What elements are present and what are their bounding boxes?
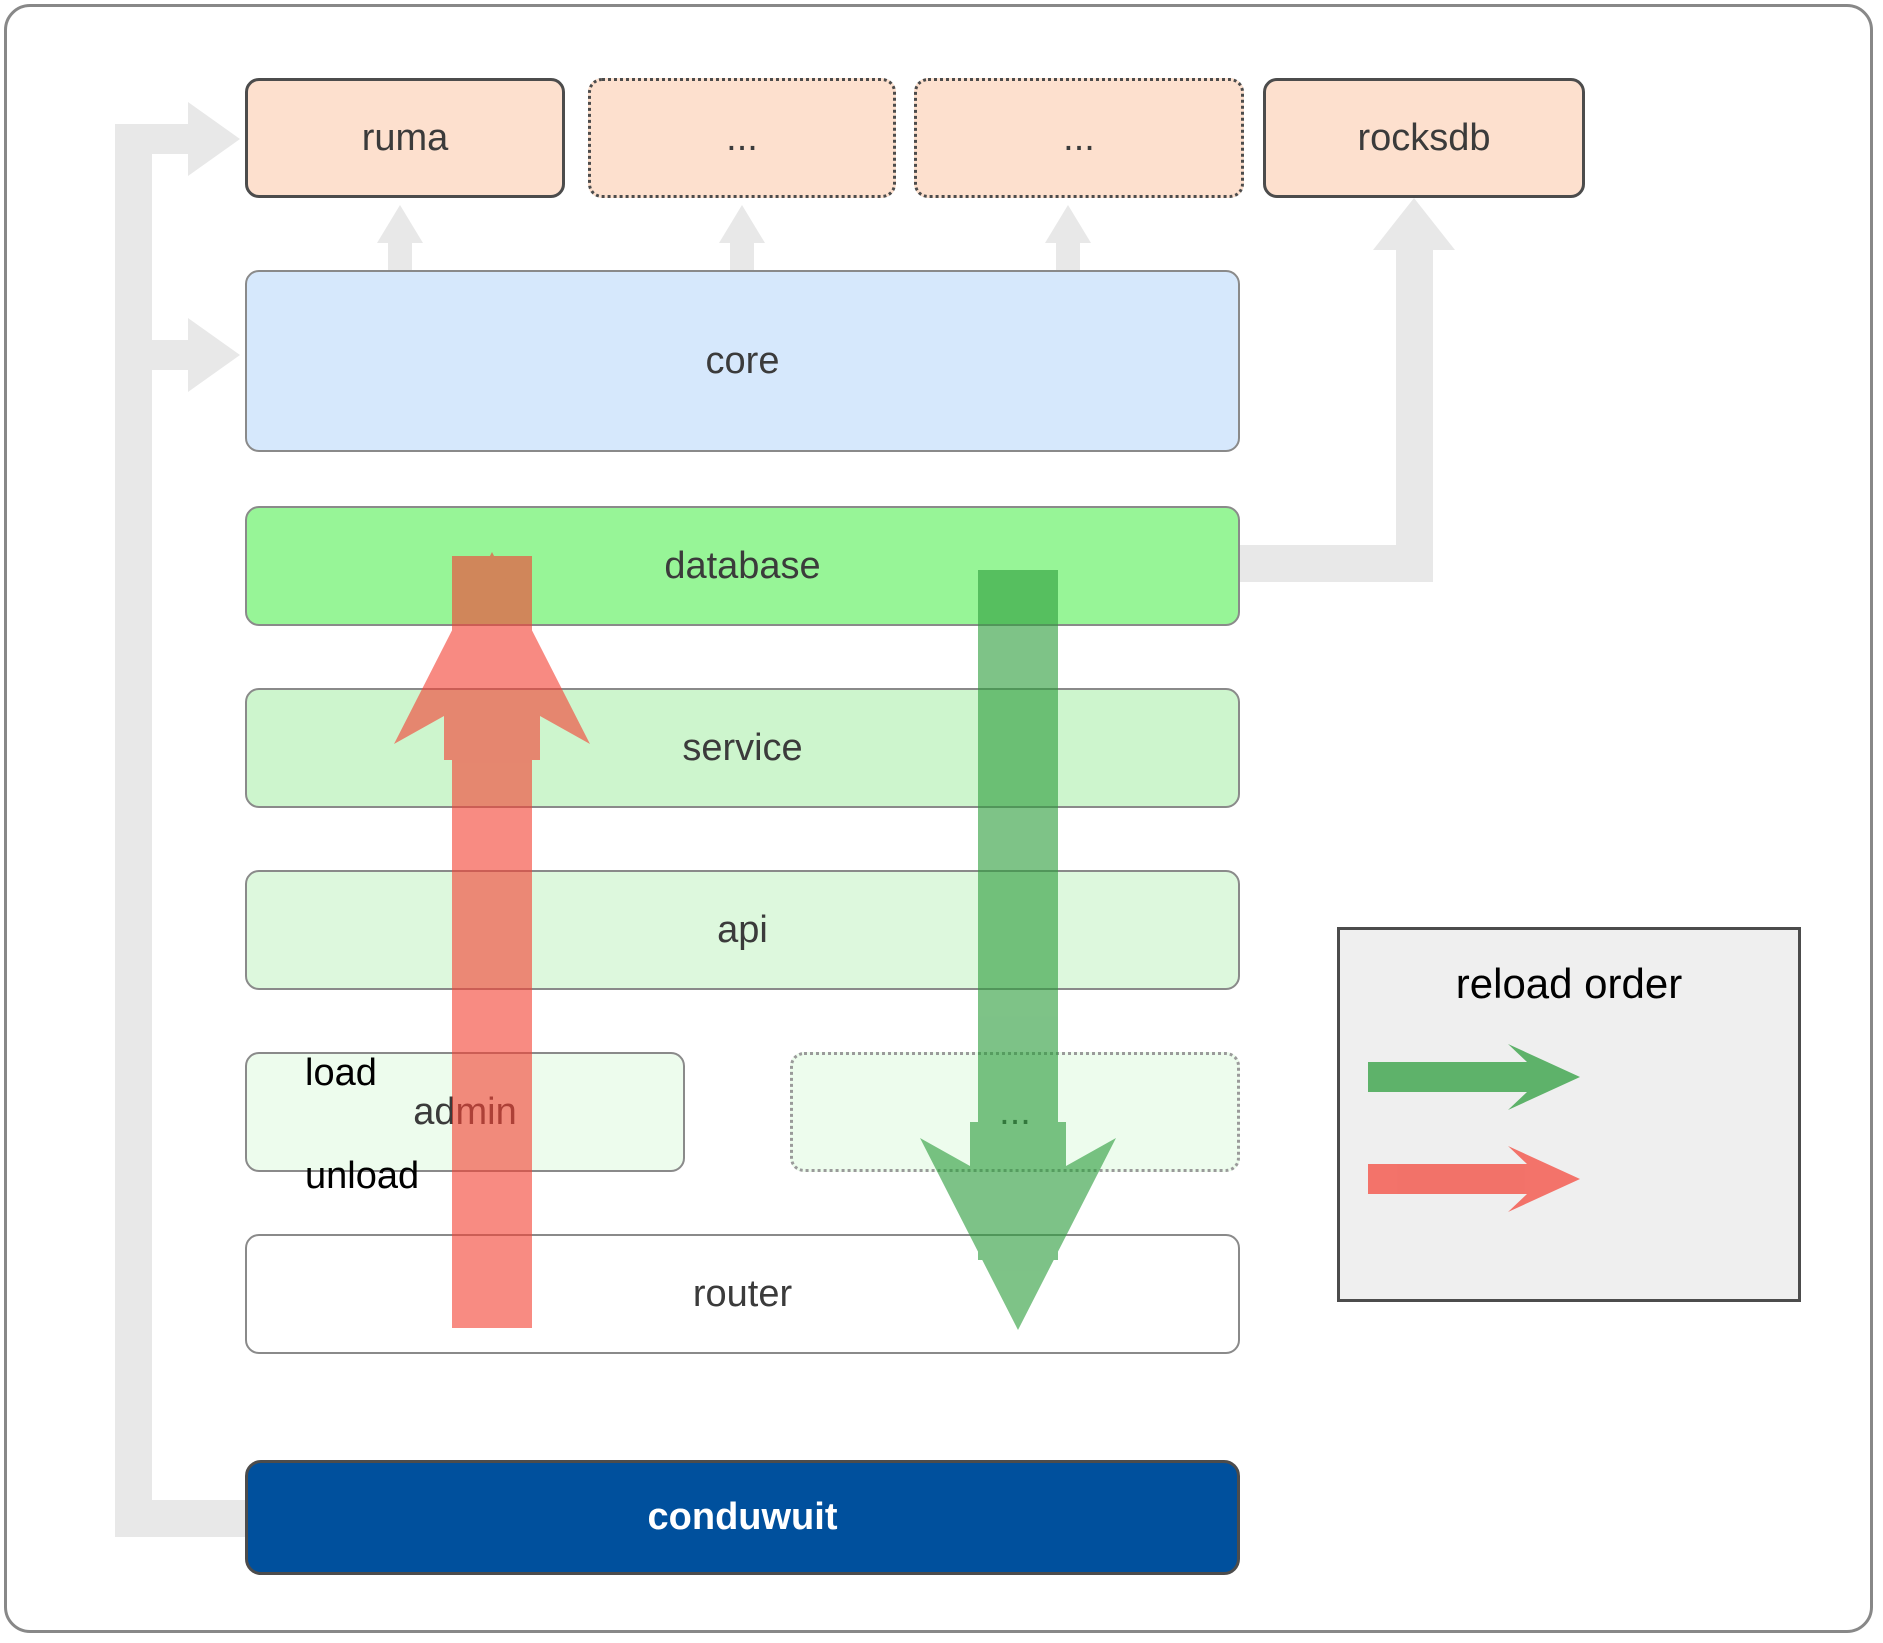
binary-box-conduwuit-label: conduwuit	[647, 1496, 838, 1538]
stack-box-api-label: api	[717, 908, 768, 951]
stack-box-service[interactable]: service	[245, 688, 1240, 808]
external-box-rocksdb[interactable]: rocksdb	[1263, 78, 1585, 198]
external-box-ellipsis2[interactable]: ...	[914, 78, 1244, 198]
binary-box-conduwuit[interactable]: conduwuit	[245, 1460, 1240, 1575]
stack-box-core[interactable]: core	[245, 270, 1240, 452]
stack-box-router-label: router	[692, 1272, 793, 1315]
legend-unload-label: unload	[305, 1155, 420, 1197]
legend-load-label: load	[305, 1052, 377, 1094]
legend-title: reload order	[1455, 960, 1683, 1007]
stack-box-plugins-label: ...	[999, 1090, 1031, 1133]
stack-box-api[interactable]: api	[245, 870, 1240, 990]
external-box-ellipsis1-label: ...	[726, 116, 758, 159]
external-box-ruma[interactable]: ruma	[245, 78, 565, 198]
external-box-ruma-label: ruma	[361, 116, 449, 159]
stack-box-admin-label: admin	[413, 1090, 517, 1133]
external-box-ellipsis2-label: ...	[1063, 116, 1095, 159]
stack-box-router[interactable]: router	[245, 1234, 1240, 1354]
legend-panel: reload order	[1337, 927, 1801, 1302]
stack-box-database[interactable]: database	[245, 506, 1240, 626]
stack-box-plugins[interactable]: ...	[790, 1052, 1240, 1172]
stack-box-service-label: service	[682, 726, 803, 769]
stack-box-database-label: database	[664, 544, 821, 587]
external-box-rocksdb-label: rocksdb	[1357, 116, 1491, 159]
diagram-frame	[4, 4, 1873, 1633]
stack-box-core-label: core	[705, 339, 780, 382]
external-box-ellipsis1[interactable]: ...	[588, 78, 896, 198]
